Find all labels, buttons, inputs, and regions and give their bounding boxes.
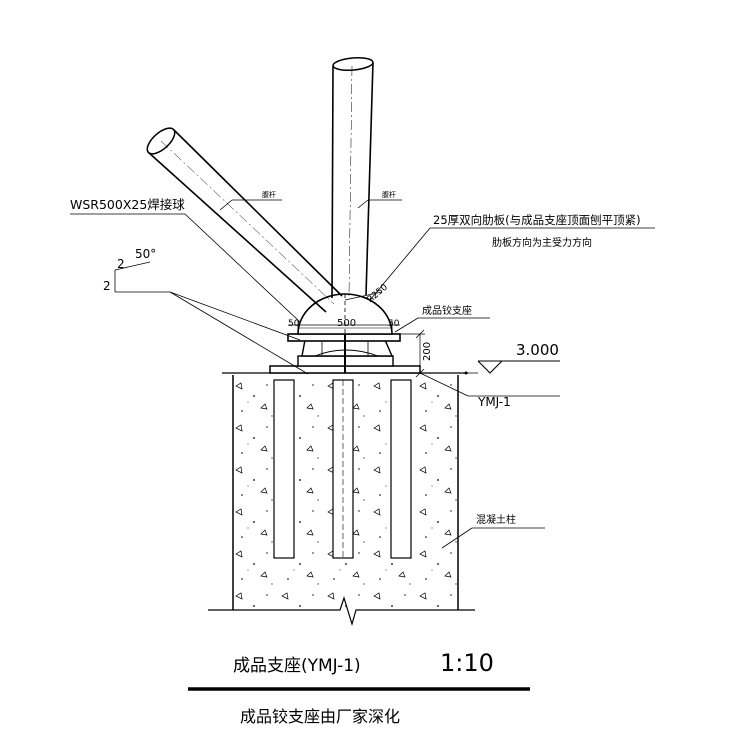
dim-radius: R250	[366, 282, 391, 305]
elevation-value: 3.000	[516, 341, 559, 359]
weld-size-b: 2	[117, 257, 125, 271]
rib-plate-label: 25厚双向肋板(与成品支座顶面刨平顶紧)	[433, 213, 641, 227]
weld-ball	[297, 293, 393, 335]
embed-label: YMJ-1	[477, 395, 511, 409]
member-tube-right	[331, 57, 374, 299]
title-scale: 1:10	[440, 649, 494, 677]
column-label: 混凝土柱	[476, 513, 516, 526]
dim-height: 200	[422, 342, 433, 361]
weld-angle: 50°	[135, 247, 156, 261]
title-main: 成品支座(YMJ-1)	[233, 656, 361, 676]
weld-ball-label: WSR500X25焊接球	[70, 197, 185, 212]
weld-size-a: 2	[103, 279, 111, 293]
bearing-body	[287, 333, 401, 373]
rib-direction-label: 肋板方向为主受力方向	[492, 236, 592, 249]
member-left-label: 腹杆	[262, 190, 276, 199]
elevation-marker	[395, 360, 560, 375]
member-tube-left	[146, 127, 343, 313]
anchor-bars	[273, 379, 412, 559]
dim-left: 50	[288, 319, 300, 329]
dim-center: 500	[337, 318, 356, 329]
bearing-label: 成品铰支座	[422, 304, 472, 317]
dim-right: 50	[388, 319, 400, 329]
leader-lines	[70, 199, 655, 549]
title-note: 成品铰支座由厂家深化	[240, 707, 400, 726]
member-right-label: 腹杆	[382, 190, 396, 199]
